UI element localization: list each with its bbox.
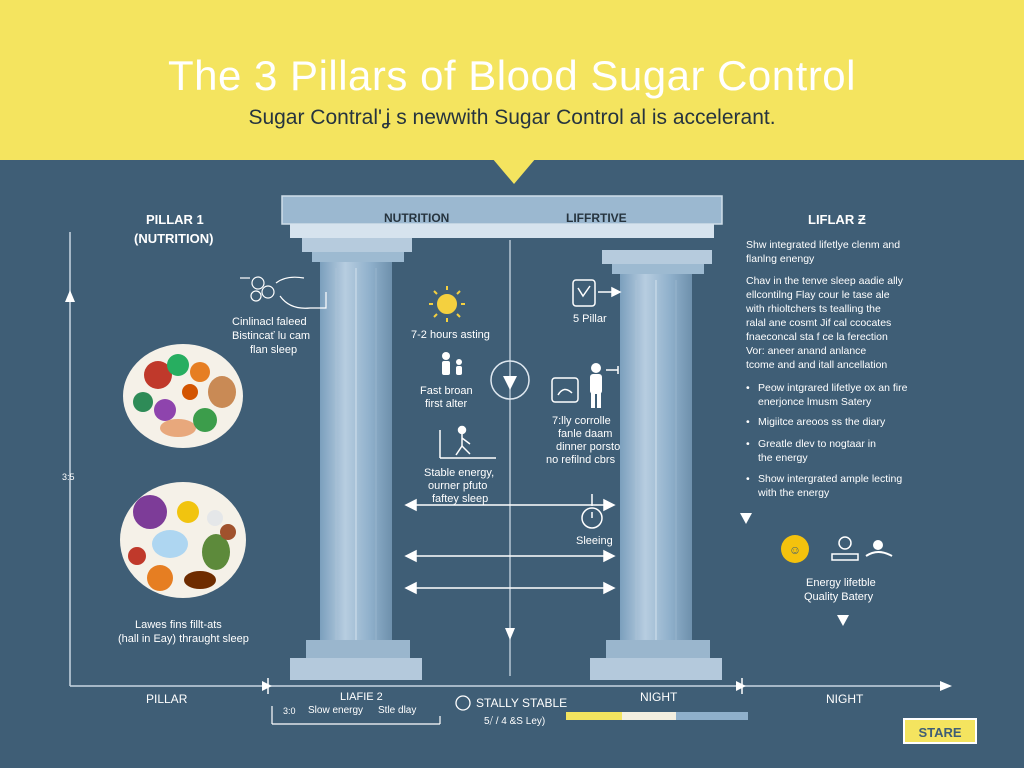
walking-icon <box>439 425 496 459</box>
range-arrows <box>404 498 616 595</box>
clipboard-icon <box>572 279 622 307</box>
start-label: STARE <box>918 725 962 740</box>
slow-energy-label: Slow energy <box>308 705 364 716</box>
axis-arrow-up-icon <box>65 290 75 302</box>
bullet-dot-icon: • <box>746 416 750 428</box>
pillar2-number-label: 5 Pillar <box>573 313 607 325</box>
energy-icons: ☺ <box>781 535 893 563</box>
meal-box-icon <box>551 366 619 403</box>
page-subtitle: Sugar Contral'ʝ s newwith Sugar Control … <box>248 106 776 129</box>
svg-text:☺: ☺ <box>789 543 801 557</box>
down-arrow-icon-2 <box>837 615 849 626</box>
start-button[interactable]: STARE <box>903 718 977 744</box>
banner-pointer <box>492 158 536 184</box>
lifestyle-label: LIFFRTIVE <box>566 211 627 225</box>
callout-line-3: flan sleep <box>250 344 298 356</box>
sleep-clock-icon <box>581 494 603 529</box>
pillar2-body-1: Chav in the tenve sleep aadie ally <box>746 275 904 287</box>
left-callout <box>240 276 327 309</box>
bullet-dot-icon: • <box>746 438 750 450</box>
entablature-top <box>281 195 723 225</box>
left-pillar <box>290 238 422 680</box>
rhs-label-1: 7:lly corrolle <box>552 415 611 427</box>
bullet-2-line-1: Migiitce areoos ss the diary <box>758 416 886 428</box>
pillar1-heading: PILLAR 1 <box>146 212 204 227</box>
bullet-3-line-1: Greatle dlev to nogtaar in <box>758 438 876 450</box>
callout-line-1: Cinlinacl faleed <box>232 316 307 328</box>
axis-arrow-right-icon <box>940 681 952 691</box>
fast-label-1: Fast broan <box>420 385 473 397</box>
stable-bottom-label: STALLY STABLE <box>476 696 568 710</box>
bullet-1-line-1: Peow intgrared lifetlye ox an fire <box>758 382 908 394</box>
stable-label-2: ourner pfuto <box>428 480 488 492</box>
bottom-liafe-label: LIAFIE 2 <box>340 691 383 703</box>
stle-delay-label: Stle dlay <box>378 705 417 716</box>
night-label-2: NIGHT <box>826 692 864 706</box>
bullet-4-line-1: Show intergrated ample lecting <box>758 473 903 485</box>
stable-label-1: Stable energy, <box>424 467 495 479</box>
down-arrow-icon <box>740 513 752 524</box>
fixed-range-label: 5⧸ / 4 &S Ley) <box>484 716 546 727</box>
scale-start-label: 3:0 <box>283 706 296 716</box>
pillar2-intro-1: Shw integrated lifetlye clenm and <box>746 239 901 251</box>
person-standing-icon <box>590 363 602 408</box>
pillar1-subheading: (NUTRITION) <box>134 231 214 246</box>
pillar2-intro-2: flanlng enengy <box>746 253 815 265</box>
food-plate-2 <box>120 482 246 598</box>
nutrition-label: NUTRITION <box>384 211 450 225</box>
night-label-1: NIGHT <box>640 690 678 704</box>
bullet-1-line-2: enerjonce lmusm Satery <box>758 396 872 408</box>
pillar2-heading: LIFLAR Ƶ <box>808 212 866 227</box>
pillar2-body-5: fnaeconcal sta f ce la ferection <box>746 331 888 343</box>
fast-label-2: first alter <box>425 398 468 410</box>
stable-label-3: faftey sleep <box>432 493 489 505</box>
pillar2-body-7: tcome and and itall ancellation <box>746 359 888 371</box>
bullet-4-line-2: with the energy <box>758 487 830 499</box>
pillar2-body-3: with rhioltchers ts tealling the <box>746 303 881 315</box>
energy-caption-1: Energy lifetble <box>806 577 876 589</box>
bullet-dot-icon: • <box>746 382 750 394</box>
fasting-hours-label: 7-2 hours asting <box>411 329 490 341</box>
callout-line-2: Bistincať lu cam <box>232 330 311 342</box>
bullet-3-line-2: the energy <box>758 452 808 464</box>
entablature-bottom <box>290 224 714 238</box>
pillar2-body-4: ralal ane cosmt Jif cal ccocates <box>746 317 892 329</box>
center-circle-icon <box>490 360 530 400</box>
plate-caption-2: (hall in Eay) thraught sleep <box>118 633 249 645</box>
pillar2-body-6: Vor: aneer anand anlance <box>746 345 867 357</box>
food-plate-1 <box>123 344 243 448</box>
energy-caption-2: Quality Batery <box>804 591 874 603</box>
header-banner <box>0 0 1024 160</box>
bottom-pillar-label: PILLAR <box>146 692 188 706</box>
sun-icon <box>429 286 465 322</box>
bullet-dot-icon: • <box>746 473 750 485</box>
plate-caption-1: Lawes fins fillt-ats <box>135 619 222 631</box>
axis-tick-label: 3:5 <box>62 472 75 482</box>
rhs-label-2: fanle daam <box>558 428 613 440</box>
family-icon <box>442 352 462 375</box>
sleep-label: Sleeing <box>576 535 613 547</box>
bottom-scale-bar <box>271 695 748 725</box>
pillar2-body-2: ellcontilng Flay cour le tase ale <box>746 289 890 301</box>
rhs-label-4: no refilnd cbrs <box>546 454 616 466</box>
page-title: The 3 Pillars of Blood Sugar Control <box>167 52 856 99</box>
right-pillar <box>590 250 722 680</box>
rhs-label-3: dinner porsto <box>556 441 621 453</box>
